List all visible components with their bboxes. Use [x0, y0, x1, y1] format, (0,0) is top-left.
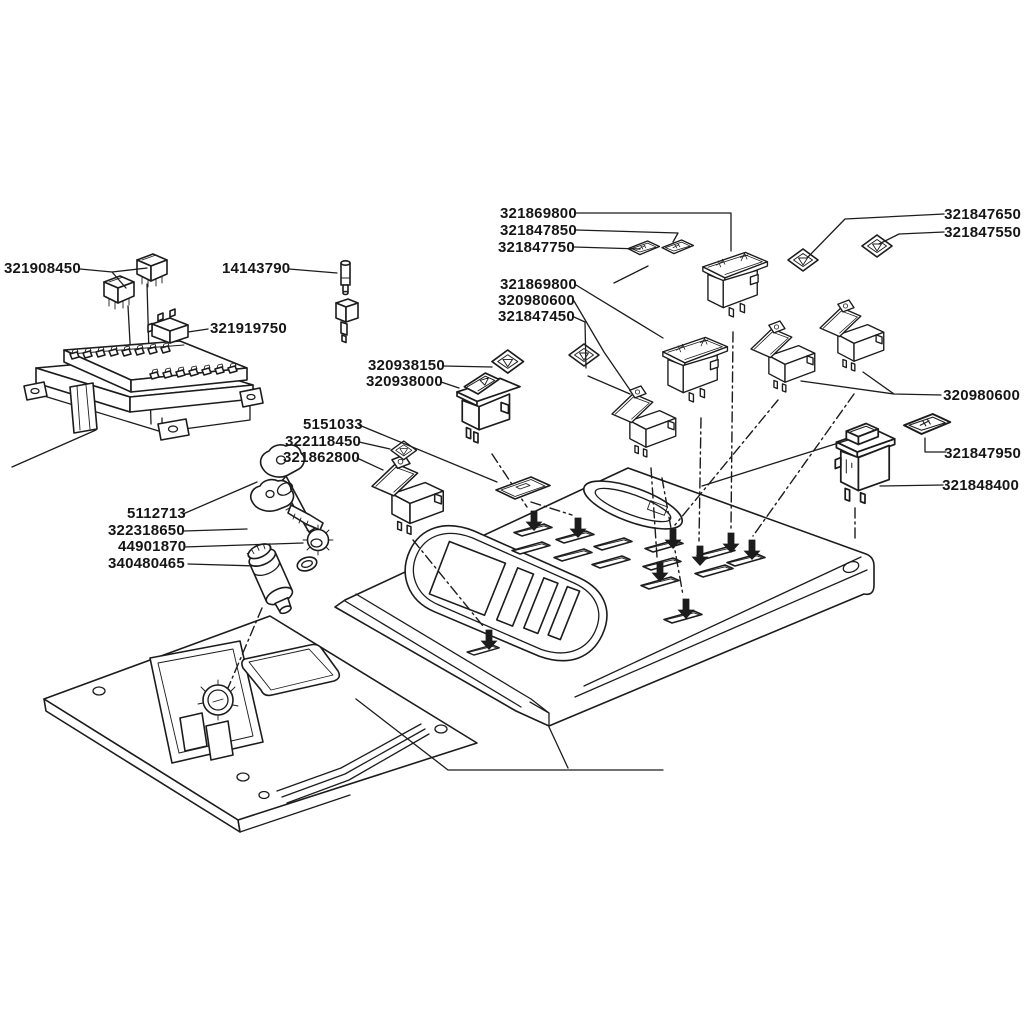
switch-double-lower: [662, 336, 729, 403]
part-label: 44901870: [118, 538, 186, 555]
bulb: [340, 259, 351, 296]
symbol-plate-right-a: [787, 248, 819, 272]
part-label: 5112713: [127, 505, 186, 522]
leader-lines: [11, 212, 947, 771]
part-label: 320980600: [943, 387, 1020, 404]
part-label: 321847850: [500, 222, 577, 239]
fuse-box: [23, 340, 264, 441]
cluster-cutout: [582, 480, 684, 530]
part-label: 320938150: [368, 357, 445, 374]
part-label: 321847650: [944, 206, 1021, 223]
symbol-plate-mid: [568, 343, 600, 367]
rocker-switch-mid: [611, 385, 677, 458]
part-label: 321919750: [210, 320, 287, 337]
mounting-tabs: [23, 381, 264, 441]
part-label: 321908450: [4, 260, 81, 277]
washer-ring: [296, 556, 318, 572]
part-label: 321869800: [500, 205, 577, 222]
blanking-plate: [495, 476, 551, 500]
rocker-switch-e: [819, 299, 885, 372]
part-label: 340480465: [108, 555, 185, 572]
part-label: 320938000: [366, 373, 443, 390]
symbol-plate-right-b: [861, 234, 893, 258]
console-panel: [334, 467, 875, 727]
cover-plate-right: [903, 413, 952, 435]
part-label: 321847450: [498, 308, 575, 325]
callout-line: [355, 698, 664, 771]
ignition-switch-cylinder: [246, 543, 294, 615]
part-labels: 321908450 14143790 321919750 320938150 3…: [4, 205, 1021, 572]
part-label: 5151033: [303, 416, 363, 433]
part-label: 322318650: [108, 522, 185, 539]
flasher-connector: [147, 308, 189, 344]
part-label: 321847550: [944, 224, 1021, 241]
part-label: 321847950: [944, 445, 1021, 462]
symbol-plate-upper-a: [661, 239, 695, 255]
hazard-symbol-plate: [491, 349, 525, 374]
part-label: 14143790: [222, 260, 290, 277]
hazard-switch: [456, 372, 521, 444]
part-label: 321862800: [283, 449, 360, 466]
relay-2: [136, 253, 168, 288]
dash-panel: [43, 615, 478, 833]
instrument-bezel: [404, 524, 608, 662]
part-label: 322118450: [285, 433, 361, 450]
symbol-plate-upper-b: [627, 240, 661, 256]
push-switch-right: [834, 422, 896, 505]
part-label: 321869800: [500, 276, 577, 293]
switch-double-upper: [702, 251, 769, 318]
bulb-socket: [335, 298, 359, 344]
key-set: [250, 444, 324, 533]
ignition-keyhole: [197, 679, 239, 721]
part-label: 320980600: [498, 292, 575, 309]
grommet: [302, 524, 334, 556]
part-label: 321847750: [498, 239, 575, 256]
part-label: 321848400: [942, 477, 1019, 494]
rocker-switch-front: [371, 454, 445, 536]
